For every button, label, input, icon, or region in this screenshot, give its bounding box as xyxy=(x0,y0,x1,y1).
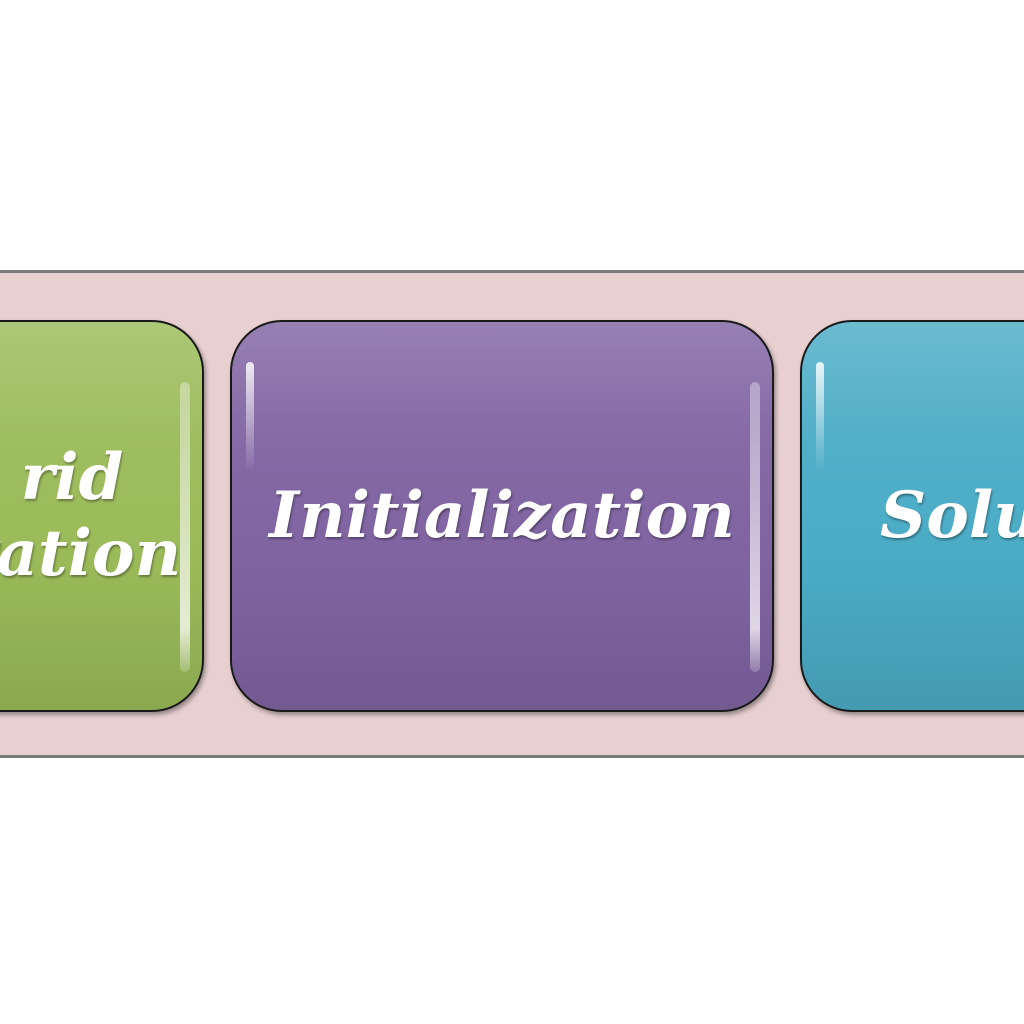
step-label-line: ration xyxy=(0,516,182,591)
step-solution: Solu xyxy=(800,320,1024,712)
step-label-line: rid xyxy=(20,440,124,515)
step-label-line: Solu xyxy=(880,478,1024,553)
step-initialization: Initialization xyxy=(230,320,774,712)
step-label: Solu xyxy=(802,322,1024,710)
step-grid-generation: rid ration xyxy=(0,320,204,712)
step-label-line: Initialization xyxy=(269,478,735,553)
step-label: Initialization xyxy=(232,322,772,710)
step-label: rid ration xyxy=(0,322,202,710)
